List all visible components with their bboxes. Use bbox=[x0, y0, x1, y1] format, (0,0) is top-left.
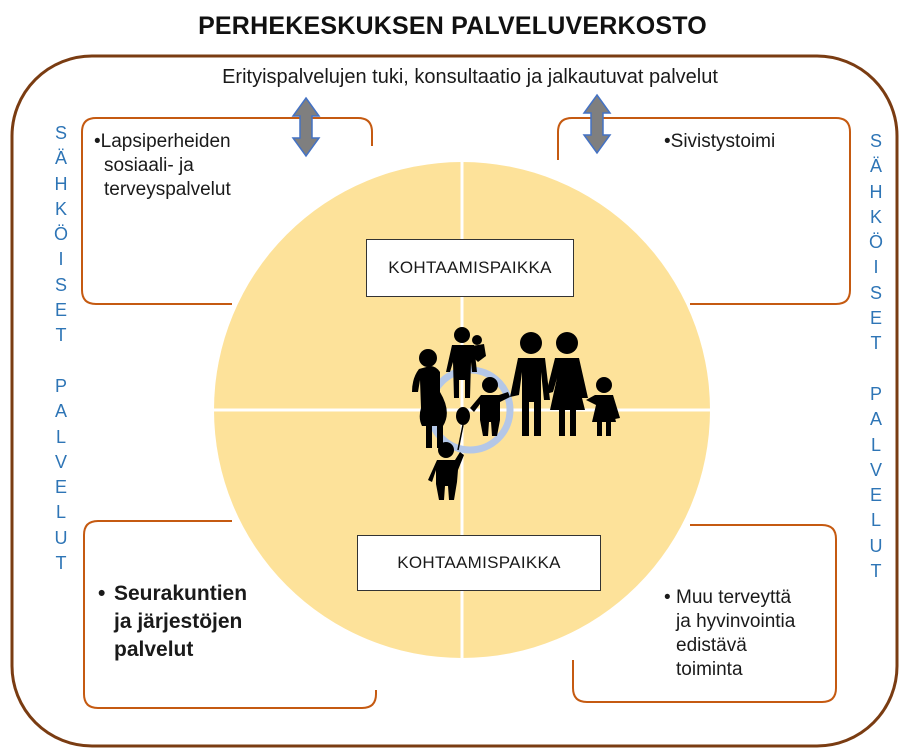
side-letter: S bbox=[869, 131, 882, 151]
side-letter: S bbox=[869, 282, 882, 303]
side-letter: K bbox=[54, 198, 67, 219]
box-line: palvelut bbox=[114, 638, 194, 661]
double-arrow-icon bbox=[582, 93, 612, 155]
side-letter: H bbox=[869, 181, 883, 202]
box-bottom-left-text: • Seurakuntien ja järjestöjen palvelut bbox=[98, 580, 247, 664]
box-line: Seurakuntien bbox=[114, 582, 248, 605]
side-letter: U bbox=[869, 535, 883, 556]
side-letter: E bbox=[54, 300, 67, 321]
box-line: ja järjestöjen bbox=[114, 610, 243, 633]
box-bottom-left bbox=[83, 520, 377, 709]
family-icon bbox=[412, 327, 620, 500]
side-letter: H bbox=[54, 173, 68, 194]
box-line: terveyspalvelut bbox=[104, 179, 231, 200]
box-top-left-text: •Lapsiperheiden sosiaali- ja terveyspalv… bbox=[94, 130, 231, 202]
side-letter: V bbox=[54, 451, 67, 472]
box-line: toiminta bbox=[676, 659, 743, 680]
side-letter: P bbox=[54, 375, 67, 396]
box-line: •Sivistystoimi bbox=[664, 131, 776, 152]
side-letter: L bbox=[870, 510, 881, 531]
side-letter: L bbox=[870, 434, 881, 455]
side-letter bbox=[49, 349, 73, 374]
side-letter: L bbox=[55, 502, 66, 523]
box-bottom-right-text: •Muu terveyttä ja hyvinvointia edistävä … bbox=[664, 586, 795, 682]
side-letter: V bbox=[869, 459, 882, 480]
side-letter: Ö bbox=[868, 232, 883, 253]
meeting-place-label-top: KOHTAAMISPAIKKA bbox=[366, 239, 574, 297]
side-label-right: S Ä H K Ö I S E T P A L V E L U T bbox=[864, 129, 888, 584]
bullet: • bbox=[98, 582, 106, 605]
box-line: Muu terveyttä bbox=[676, 587, 792, 608]
side-letter: I bbox=[58, 249, 64, 270]
side-letter bbox=[864, 357, 888, 382]
side-letter: S bbox=[54, 274, 67, 295]
box-line: edistävä bbox=[676, 635, 747, 656]
side-letter: I bbox=[873, 257, 879, 278]
side-letter: Ö bbox=[53, 224, 68, 245]
side-letter: Ä bbox=[869, 156, 882, 177]
meeting-place-label-bottom: KOHTAAMISPAIKKA bbox=[357, 535, 601, 591]
diagram-subtitle: Erityispalvelujen tuki, konsultaatio ja … bbox=[222, 66, 718, 88]
outer-frame bbox=[10, 54, 899, 748]
side-label-left: S Ä H K Ö I S E T P A L V E L U T bbox=[49, 121, 73, 576]
side-letter: E bbox=[869, 308, 882, 329]
side-letter: A bbox=[54, 401, 67, 422]
box-top-left bbox=[81, 117, 373, 305]
side-letter: K bbox=[869, 206, 882, 227]
side-letter: P bbox=[869, 383, 882, 404]
box-line: •Lapsiperheiden bbox=[94, 131, 231, 152]
box-bottom-right bbox=[572, 524, 837, 703]
side-letter: T bbox=[55, 325, 67, 346]
side-letter: E bbox=[869, 485, 882, 506]
box-line: sosiaali- ja bbox=[104, 155, 194, 176]
side-letter: Ä bbox=[54, 148, 67, 169]
box-top-right bbox=[557, 117, 851, 305]
side-letter: E bbox=[54, 477, 67, 498]
side-letter: T bbox=[870, 333, 882, 354]
box-line: ja hyvinvointia bbox=[676, 611, 796, 632]
box-top-right-text: •Sivistystoimi bbox=[664, 130, 775, 154]
side-letter: T bbox=[870, 561, 882, 582]
side-letter: A bbox=[869, 409, 882, 430]
side-letter: S bbox=[54, 123, 67, 143]
bullet: • bbox=[664, 587, 671, 608]
side-letter: L bbox=[55, 426, 66, 447]
diagram-title: PERHEKESKUKSEN PALVELUVERKOSTO bbox=[198, 12, 707, 40]
side-letter: T bbox=[55, 553, 67, 574]
side-letter: U bbox=[54, 527, 68, 548]
double-arrow-icon bbox=[291, 96, 321, 158]
